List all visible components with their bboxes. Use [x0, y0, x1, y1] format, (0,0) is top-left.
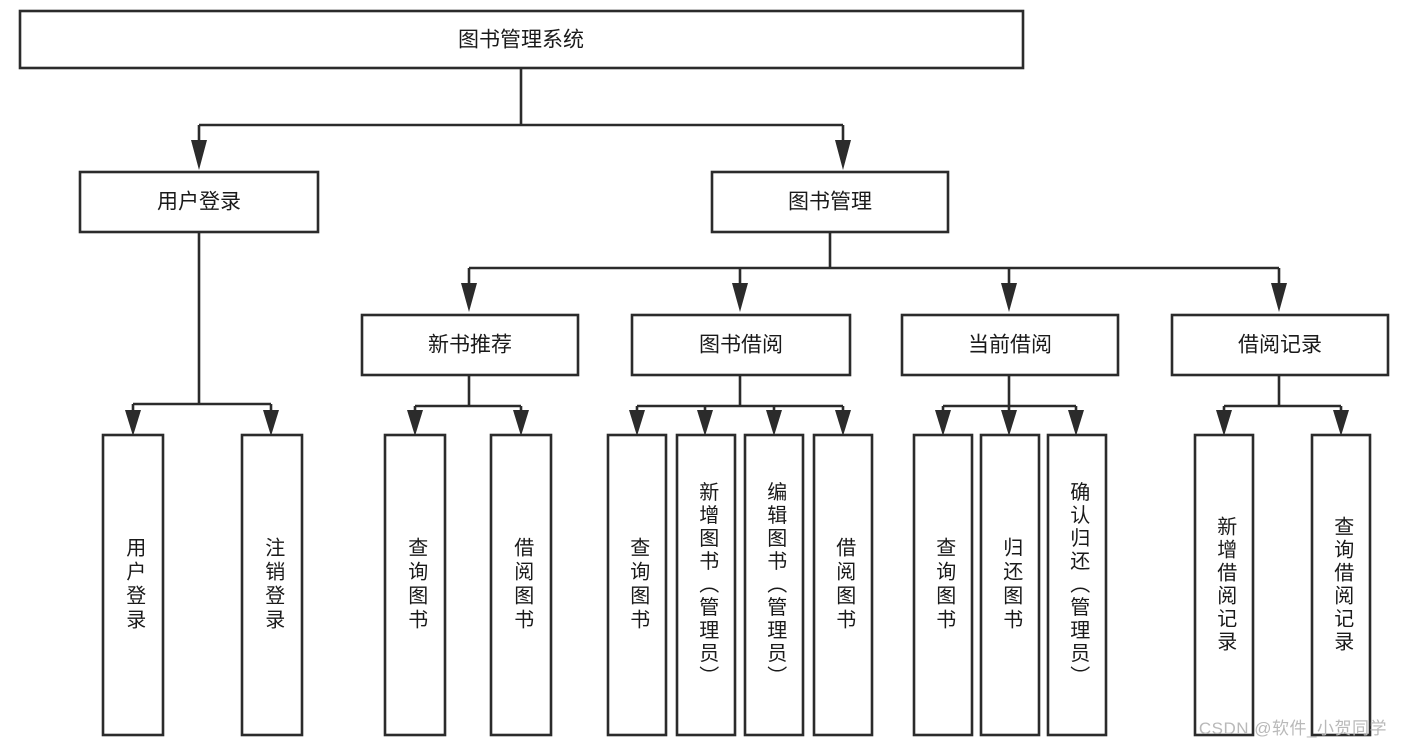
arrow-icon: [263, 410, 279, 436]
arrow-icon: [835, 140, 851, 170]
node-login-label: 用户登录: [157, 191, 241, 214]
arrow-icon: [766, 410, 782, 436]
arrow-icon: [629, 410, 645, 436]
node-leaf-login-2[interactable]: 注销登录: [240, 433, 304, 737]
node-leaf-borrow-4-label: 借阅图书: [833, 537, 856, 633]
node-leaf-login-2-label: 注销登录: [262, 537, 285, 633]
node-leaf-login-1[interactable]: 用户登录: [101, 433, 165, 737]
arrow-icon: [1001, 283, 1017, 312]
node-leaf-borrow-3-label: 编辑图书（管理员）: [764, 481, 787, 688]
node-leaf-current-3[interactable]: 确认归还（管理员）: [1046, 433, 1108, 737]
arrow-icon: [1001, 410, 1017, 436]
connector-borrow-to-leaves: [629, 375, 851, 436]
node-leaf-records-1-label: 新增借阅记录: [1214, 516, 1237, 654]
arrow-icon: [461, 283, 477, 312]
node-leaf-borrow-3[interactable]: 编辑图书（管理员）: [743, 433, 805, 737]
node-newbook-label: 新书推荐: [428, 334, 512, 357]
node-leaf-borrow-1-label: 查询图书: [627, 537, 650, 633]
arrow-icon: [732, 283, 748, 312]
node-leaf-current-1-label: 查询图书: [933, 537, 956, 633]
arrow-icon: [697, 410, 713, 436]
node-leaf-current-2[interactable]: 归还图书: [979, 433, 1041, 737]
node-leaf-records-2[interactable]: 查询借阅记录: [1310, 433, 1372, 737]
node-root[interactable]: 图书管理系统: [18, 9, 1025, 70]
connector-current-to-leaves: [935, 375, 1084, 436]
connector-newbook-to-leaves: [407, 375, 529, 436]
node-leaf-newbook-2-label: 借阅图书: [511, 537, 534, 633]
node-records-label: 借阅记录: [1238, 334, 1322, 357]
node-leaf-current-2-label: 归还图书: [1000, 537, 1023, 633]
node-leaf-borrow-1[interactable]: 查询图书: [606, 433, 668, 737]
node-leaf-newbook-1-label: 查询图书: [405, 537, 428, 633]
node-records[interactable]: 借阅记录: [1170, 313, 1390, 377]
node-leaf-records-1[interactable]: 新增借阅记录: [1193, 433, 1255, 737]
csdn-watermark: CSDN @软件_小贺同学: [1198, 719, 1387, 738]
connector-login-to-leaves: [125, 232, 279, 436]
node-login[interactable]: 用户登录: [78, 170, 320, 234]
node-leaf-borrow-2-label: 新增图书（管理员）: [696, 481, 719, 688]
arrow-icon: [125, 410, 141, 436]
node-borrow[interactable]: 图书借阅: [630, 313, 852, 377]
node-leaf-records-2-label: 查询借阅记录: [1331, 516, 1354, 654]
node-newbook[interactable]: 新书推荐: [360, 313, 580, 377]
arrow-icon: [513, 410, 529, 436]
node-bookmgmt[interactable]: 图书管理: [710, 170, 950, 234]
node-current[interactable]: 当前借阅: [900, 313, 1120, 377]
arrow-icon: [1271, 283, 1287, 312]
connector-bookmgmt-to-level3: [461, 232, 1287, 312]
connector-root-to-level2: [191, 68, 851, 170]
node-current-label: 当前借阅: [968, 334, 1052, 357]
node-leaf-newbook-1[interactable]: 查询图书: [383, 433, 447, 737]
arrow-icon: [1216, 410, 1232, 436]
connector-records-to-leaves: [1216, 375, 1349, 436]
arrow-icon: [1068, 410, 1084, 436]
node-leaf-current-1[interactable]: 查询图书: [912, 433, 974, 737]
arrow-icon: [191, 140, 207, 170]
node-leaf-login-1-label: 用户登录: [123, 537, 146, 633]
node-leaf-borrow-4[interactable]: 借阅图书: [812, 433, 874, 737]
node-bookmgmt-label: 图书管理: [788, 191, 872, 214]
node-leaf-newbook-2[interactable]: 借阅图书: [489, 433, 553, 737]
arrow-icon: [935, 410, 951, 436]
node-borrow-label: 图书借阅: [699, 334, 783, 357]
node-leaf-borrow-2[interactable]: 新增图书（管理员）: [675, 433, 737, 737]
node-root-label: 图书管理系统: [458, 29, 584, 52]
arrow-icon: [835, 410, 851, 436]
arrow-icon: [1333, 410, 1349, 436]
arrow-icon: [407, 410, 423, 436]
node-leaf-current-3-label: 确认归还（管理员）: [1067, 481, 1090, 688]
